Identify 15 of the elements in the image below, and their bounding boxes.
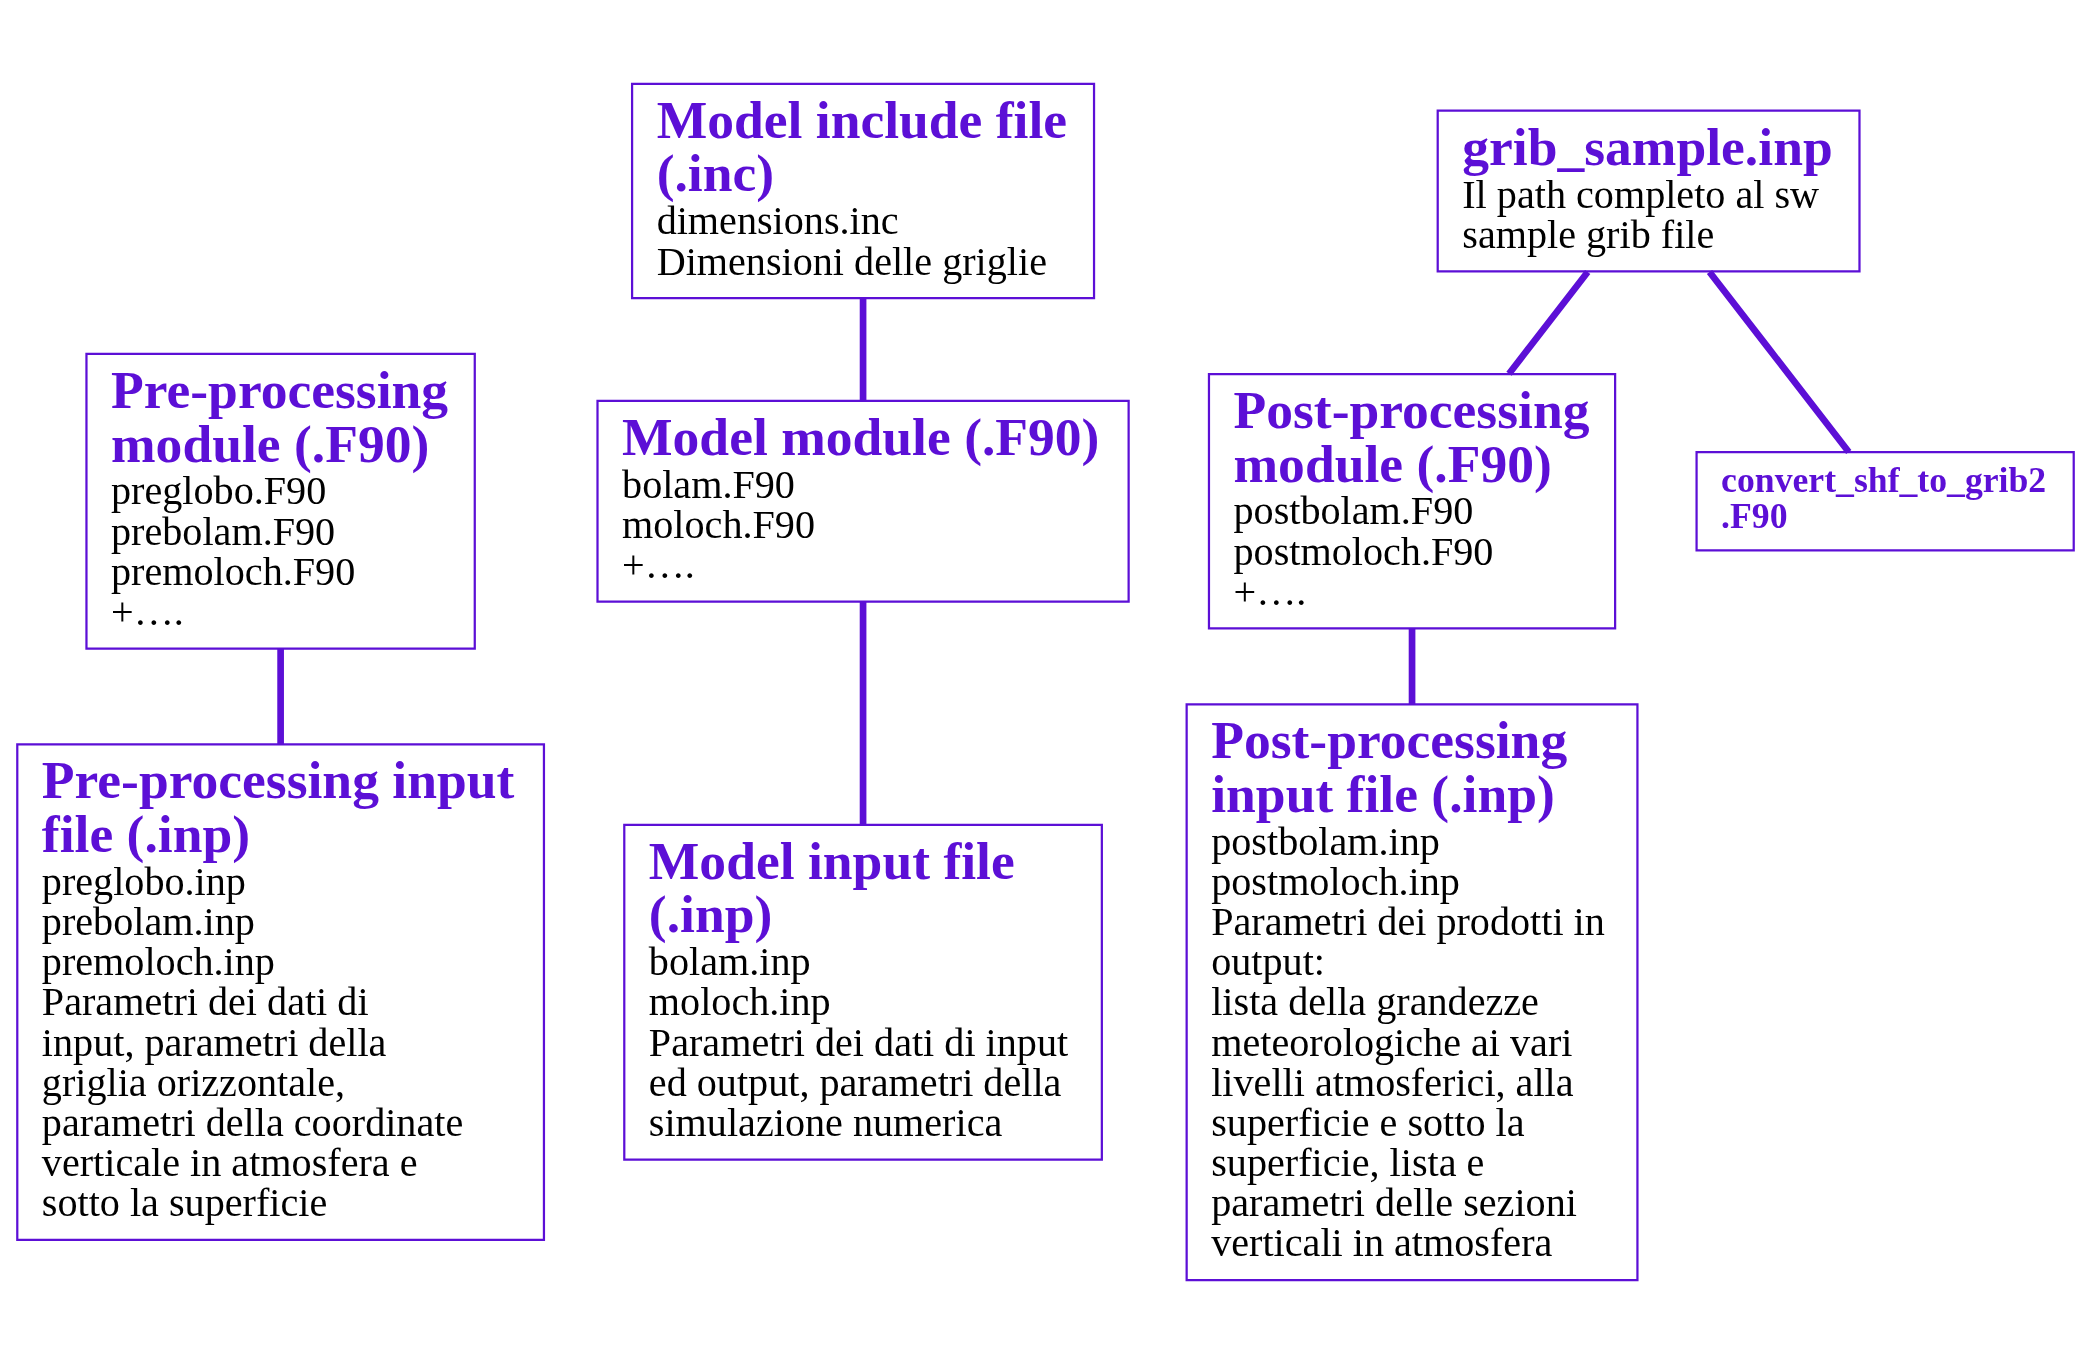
node-box: Post-processing module (.F90) postbolam.F90 postmoloch.F90 +…. [1207,372,1617,630]
connector [859,601,867,825]
connector [1506,269,1591,376]
connector [277,648,284,745]
node-box: Pre-processing module (.F90) preglobo.F90 prebolam.F90 premoloch.F90 +…. [85,352,476,650]
connector [1706,269,1852,454]
node-box: Model include file (.inc) dimensions.inc Dimensioni delle griglie [630,82,1096,300]
node-box: Post-processing input file (.inp) postbolam.inp postmoloch.inp Parametri dei prodotti in output: lista della grandezze meteorologiche ai vari livelli atmosferici, alla superficie e sotto la superficie, lista e parametri delle sezioni verticali in atmosfera [1185,703,1639,1282]
node-box: Model module (.F90) bolam.F90 moloch.F90 +…. [596,399,1130,603]
node-box: Pre-processing input file (.inp) preglobo.inp prebolam.inp premoloch.inp Parametri dei dati di input, parametri della griglia orizzontale, parametri della coordinate verticale in atmosfera e sotto la superficie [16,743,546,1241]
node-box: grib_sample.inp Il path completo al sw sample grib file [1436,109,1861,273]
node-box: Model input file (.inp) bolam.inp moloch.inp Parametri dei dati di input ed output, parametri della simulazione numerica [623,823,1103,1161]
connector [1408,628,1416,705]
node-box: convert_shf_to_grib2.F90 [1695,451,2075,552]
connector [859,298,867,401]
